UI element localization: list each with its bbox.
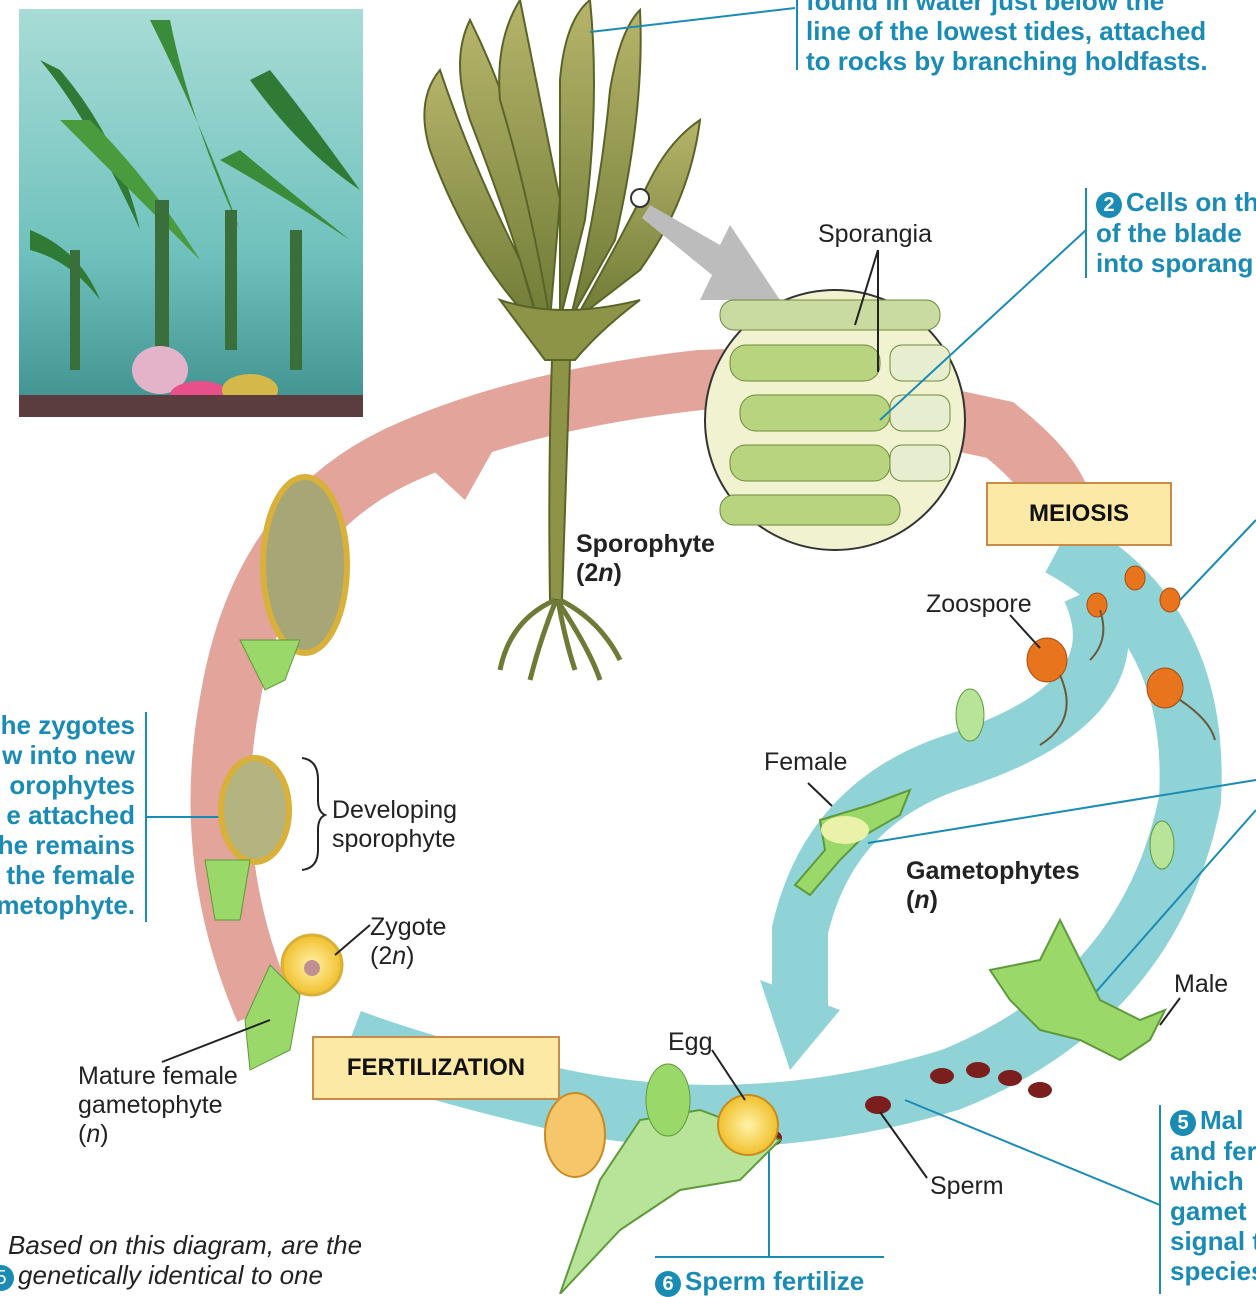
left-callout-line-7: metophyte. xyxy=(0,890,135,920)
sporophyte-name: Sporophyte xyxy=(576,530,715,558)
zygote-name: Zygote xyxy=(370,913,447,941)
sporophyte-kelp xyxy=(423,0,702,681)
sporangia-label: Sporangia xyxy=(818,220,932,248)
step-6-number: 6 xyxy=(655,1271,681,1297)
zygote-ploidy-open: (2 xyxy=(370,941,393,970)
step-5-line-4: gamet xyxy=(1170,1196,1247,1226)
step-5-line-5: signal t xyxy=(1170,1226,1256,1256)
zygote-label: Zygote (2n) xyxy=(370,913,446,971)
sporophyte-ploidy-n: n xyxy=(598,558,614,587)
developing-line-2: sporophyte xyxy=(332,824,456,853)
kelp-photo xyxy=(19,9,363,417)
step-2-line-3: into sporang xyxy=(1096,248,1254,278)
male-gametophyte xyxy=(988,917,1181,1062)
step-5-number: 5 xyxy=(1170,1110,1196,1136)
top-callout-line-1: found in water just below the xyxy=(806,0,1165,16)
egg-label: Egg xyxy=(668,1028,713,1056)
sporophyte-ploidy-open: (2 xyxy=(576,558,599,587)
mature-ploidy: (n) xyxy=(78,1120,238,1149)
sporangia-closeup xyxy=(704,249,966,551)
zoospore-label: Zoospore xyxy=(926,590,1032,618)
sporophyte-label: Sporophyte (2n) xyxy=(576,530,715,588)
step-2-line-1: Cells on th xyxy=(1126,187,1256,217)
developing-sporophyte-stages xyxy=(161,474,371,1071)
left-callout: he zygotes w into new orophytes e attach… xyxy=(0,710,135,920)
step-2-number: 2 xyxy=(1096,192,1122,218)
female-gametophyte xyxy=(793,688,1175,897)
female-label: Female xyxy=(764,748,848,776)
left-callout-line-3: orophytes xyxy=(9,770,135,800)
zygote-ploidy-close: ) xyxy=(406,941,415,970)
left-callout-line-1: he zygotes xyxy=(0,710,135,740)
step-6-line-1: Sperm fertilize xyxy=(685,1266,865,1296)
question-line-1: Based on this diagram, are the xyxy=(8,1230,363,1260)
mature-ploidy-close: ) xyxy=(100,1119,109,1148)
left-callout-line-4: e attached xyxy=(6,800,135,830)
male-label: Male xyxy=(1174,970,1229,998)
zoom-arrow xyxy=(642,205,780,300)
gametophytes-ploidy-open: ( xyxy=(906,885,915,914)
meiosis-box: MEIOSIS xyxy=(986,482,1172,546)
question-line-2: genetically identical to one xyxy=(18,1260,323,1290)
meiosis-label: MEIOSIS xyxy=(1028,500,1130,527)
zygote-ploidy: (2n) xyxy=(370,942,446,971)
step-5-line-6: species xyxy=(1170,1256,1256,1286)
step-5-line-2: and fer xyxy=(1170,1136,1256,1166)
developing-sporophyte-label: Developing sporophyte xyxy=(332,796,457,854)
sporophyte-ploidy: (2n) xyxy=(576,559,715,588)
mature-ploidy-open: ( xyxy=(78,1119,87,1148)
developing-line-1: Developing xyxy=(332,796,458,824)
egg-and-female-gametophyte xyxy=(544,1049,782,1294)
top-callout-line-3: to rocks by branching holdfasts. xyxy=(806,46,1208,76)
step-5-line-3: which xyxy=(1170,1166,1244,1196)
left-callout-line-2: w into new xyxy=(2,740,135,770)
mature-line-1: Mature female xyxy=(78,1062,238,1090)
gametophytes-label: Gametophytes (n) xyxy=(906,857,1080,915)
step-2-line-2: of the blade xyxy=(1096,218,1242,248)
zoospores xyxy=(1009,565,1216,746)
question-number: 5 xyxy=(0,1265,14,1291)
gametophytes-ploidy-close: ) xyxy=(929,885,938,914)
left-callout-line-6: the female xyxy=(6,860,135,890)
mature-female-gametophyte-label: Mature female gametophyte (n) xyxy=(78,1062,238,1148)
gametophytes-ploidy: (n) xyxy=(906,886,1080,915)
gametophytes-name: Gametophytes xyxy=(906,857,1080,885)
fertilization-label: FERTILIZATION xyxy=(346,1054,526,1081)
sporophyte-ploidy-close: ) xyxy=(613,558,622,587)
zygote-ploidy-n: n xyxy=(392,941,407,970)
mature-ploidy-n: n xyxy=(86,1119,101,1148)
fertilization-box: FERTILIZATION xyxy=(312,1036,560,1100)
sperm-label: Sperm xyxy=(930,1172,1004,1200)
left-callout-line-5: he remains xyxy=(0,830,135,860)
top-callout-line-2: line of the lowest tides, attached xyxy=(806,16,1207,46)
top-callout: found in water just below the line of th… xyxy=(806,0,1208,76)
gametophytes-ploidy-n: n xyxy=(914,885,930,914)
mature-line-2: gametophyte xyxy=(78,1090,223,1119)
step-5-line-1: Mal xyxy=(1200,1105,1244,1135)
callout-leaders xyxy=(145,0,1256,1294)
